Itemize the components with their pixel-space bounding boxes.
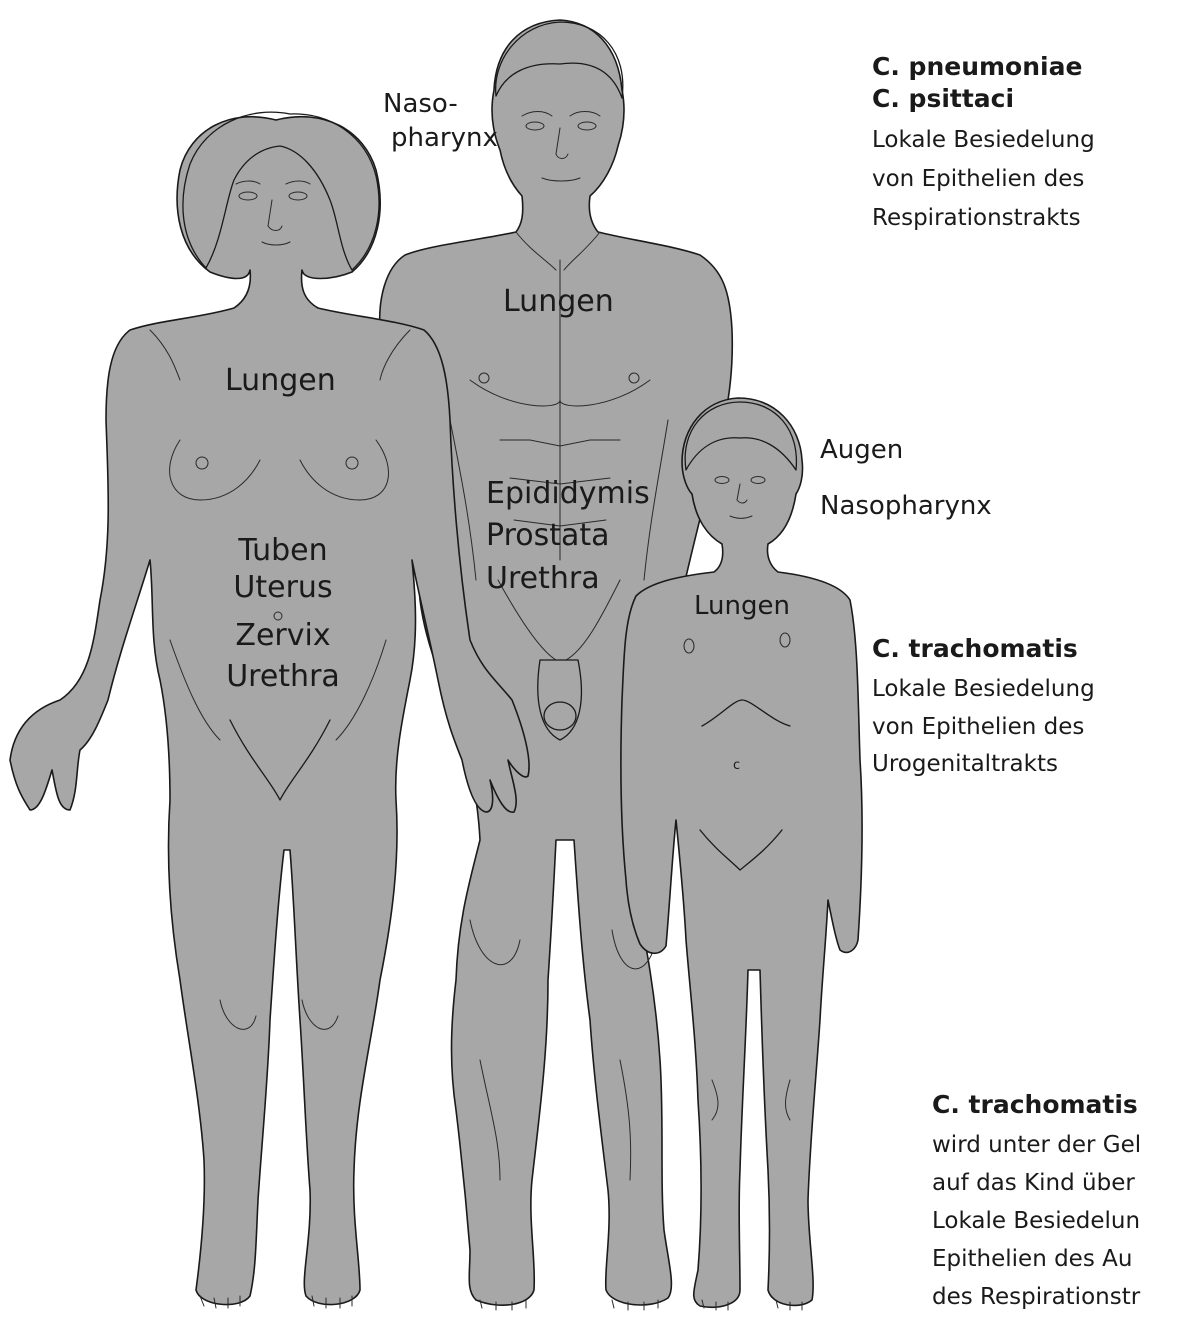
man-organ-urethra: Urethra: [486, 560, 600, 597]
legend-respiratory-desc-3: Respirationstrakts: [872, 203, 1081, 233]
legend-urogenital-desc-1: Lokale Besiedelung: [872, 674, 1095, 704]
child-lungs-label: Lungen: [694, 588, 790, 624]
legend-respiratory-species-1: C. pneumoniae: [872, 52, 1082, 82]
legend-perinatal-desc-3: Lokale Besiedelun: [932, 1206, 1140, 1236]
child-eyes-label: Augen: [820, 432, 903, 468]
legend-respiratory-desc-1: Lokale Besiedelung: [872, 125, 1095, 155]
man-organ-epididymis: Epididymis: [486, 475, 650, 512]
man-nasopharynx-line1: Naso-: [383, 86, 458, 122]
legend-perinatal-desc-4: Epithelien des Au: [932, 1244, 1132, 1274]
child-navel-mark: c: [733, 758, 740, 774]
legend-urogenital-species: C. trachomatis: [872, 634, 1078, 664]
legend-perinatal-desc-2: auf das Kind über: [932, 1168, 1135, 1198]
legend-perinatal-desc-1: wird unter der Gel: [932, 1130, 1141, 1160]
man-nasopharynx-line2: pharynx: [391, 120, 498, 156]
child-nasopharynx-label: Nasopharynx: [820, 488, 992, 524]
legend-urogenital-desc-2: von Epithelien des: [872, 712, 1084, 742]
legend-perinatal-block: C. trachomatis wird unter der Gel auf da…: [928, 1090, 1178, 1313]
man-organ-prostata: Prostata: [486, 517, 610, 554]
legend-urogenital-desc-3: Urogenitaltrakts: [872, 749, 1058, 779]
woman-organ-zervix: Zervix: [208, 617, 358, 654]
legend-perinatal-desc-5: des Respirationstr: [932, 1282, 1140, 1312]
woman-lungs-label: Lungen: [225, 362, 336, 399]
woman-organ-urethra: Urethra: [208, 658, 358, 695]
woman-organ-uterus: Uterus: [208, 569, 358, 606]
legend-respiratory-species-2: C. psittaci: [872, 84, 1014, 114]
woman-organ-tuben: Tuben: [208, 532, 358, 569]
man-lungs-label: Lungen: [503, 283, 614, 320]
legend-respiratory-desc-2: von Epithelien des: [872, 164, 1084, 194]
legend-perinatal-species: C. trachomatis: [932, 1090, 1138, 1120]
